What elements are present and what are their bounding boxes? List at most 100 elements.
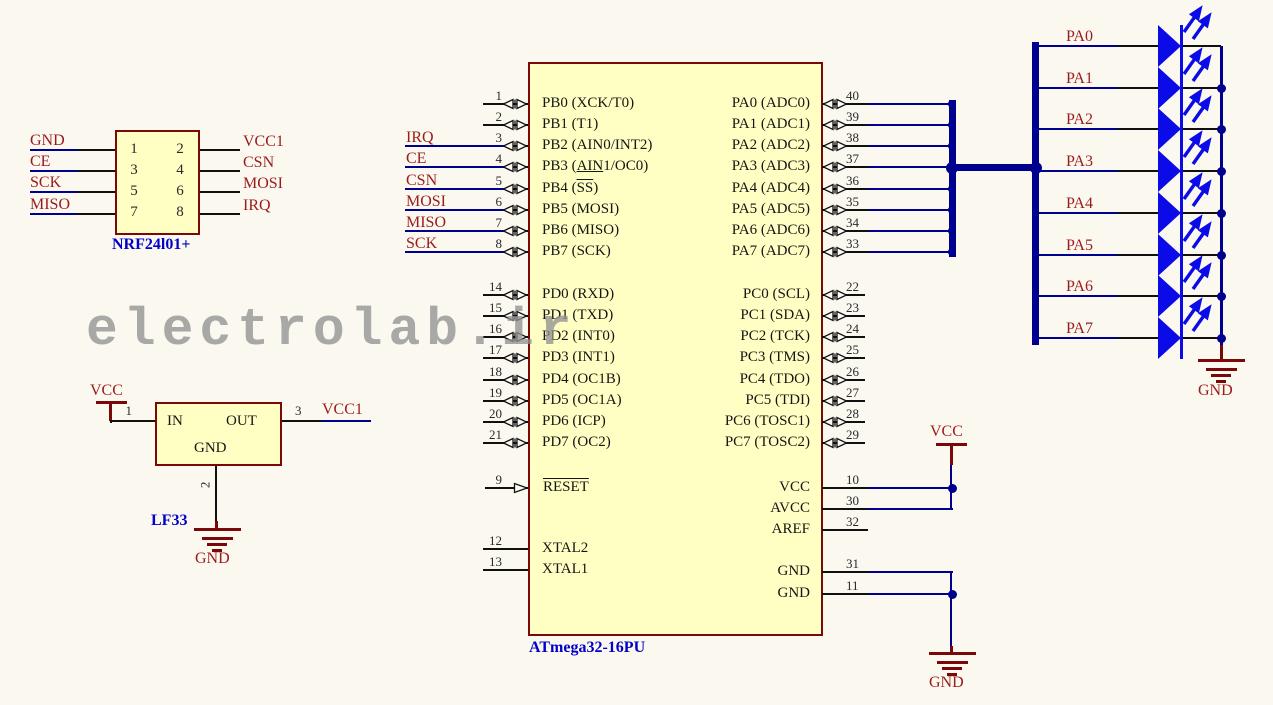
io-pin-icon	[502, 288, 528, 302]
io-pin-icon	[822, 309, 848, 323]
net-wire	[322, 420, 371, 422]
led-emission-arrows-icon	[1179, 294, 1213, 336]
pin-name: PD1 (TXD)	[542, 307, 614, 324]
watermark: electrolab.ir	[86, 300, 578, 360]
pin-name: PA7 (ADC7)	[731, 243, 810, 260]
net-label: PA6	[1066, 278, 1093, 295]
net-label: PA4	[1066, 195, 1093, 212]
io-pin-icon	[822, 415, 848, 429]
io-pin-icon	[502, 118, 528, 132]
led-symbol	[1158, 108, 1181, 150]
net-wire	[1039, 295, 1117, 297]
pin-name: VCC	[779, 479, 810, 495]
io-pin-icon	[502, 203, 528, 217]
junction-dot	[946, 161, 958, 174]
bus	[951, 164, 1036, 171]
pin-stub	[504, 145, 528, 148]
pin-stub	[1117, 337, 1158, 339]
pin-number: 6	[176, 182, 184, 199]
pin-name: PA5 (ADC5)	[731, 200, 810, 217]
pin-number: 40	[846, 88, 859, 103]
junction-dot	[1029, 161, 1042, 174]
pin-name: PA0 (ADC0)	[731, 95, 810, 111]
regulator-gnd-label: GND	[194, 440, 227, 456]
vcc-symbol	[96, 401, 127, 404]
gnd-net-label: GND	[195, 550, 230, 567]
net-label: GND	[30, 132, 65, 149]
io-pin-icon	[822, 436, 848, 450]
junction-dot	[948, 226, 956, 235]
led-emission-arrows-icon	[1179, 2, 1213, 44]
regulator-body	[155, 402, 282, 466]
pin-number: 2	[197, 481, 213, 489]
net-label: PA3	[1066, 153, 1093, 170]
pin-number: 4	[176, 161, 184, 178]
pin-stub	[77, 191, 115, 193]
pin-number: 7	[495, 214, 503, 230]
io-pin-icon	[502, 97, 528, 111]
input-pin-icon	[513, 481, 528, 495]
pin-number: 13	[489, 554, 502, 569]
pin-stub	[215, 466, 217, 521]
pin-name: PC3 (TMS)	[739, 349, 810, 366]
vcc-symbol	[935, 443, 967, 446]
pin-name: PB2 (AIN0/INT2)	[542, 137, 653, 154]
pin-number: 18	[489, 363, 502, 379]
io-pin-icon	[502, 351, 528, 365]
gnd-net-label: GND	[929, 674, 964, 691]
net-label: CE	[406, 150, 427, 168]
gnd-symbol	[1197, 359, 1245, 362]
pin-stub	[504, 187, 528, 190]
net-wire	[1039, 45, 1117, 47]
pin-name: PC4 (TDO)	[739, 370, 810, 387]
net-label: VCC1	[243, 133, 284, 150]
pin-stub	[1183, 87, 1221, 89]
pin-stub	[77, 170, 115, 172]
pin-number: 24	[846, 321, 859, 337]
pin-number: 3	[130, 161, 138, 178]
pin-number: 32	[846, 514, 859, 529]
pin-number: 3	[495, 130, 503, 146]
pin-number: 1	[125, 403, 133, 418]
junction-dot	[947, 589, 957, 599]
pin-number: 27	[846, 384, 859, 400]
junction-dot	[1216, 166, 1226, 176]
pin-number: 1	[130, 140, 138, 157]
pin-number: 35	[846, 193, 859, 209]
net-label: SCK	[406, 235, 438, 253]
pin-stub	[1183, 254, 1221, 256]
gnd-symbol	[201, 536, 233, 540]
net-label: MOSI	[406, 192, 447, 210]
gnd-stem	[214, 521, 218, 528]
pin-name: PC5 (TDI)	[745, 391, 810, 408]
net-wire	[868, 508, 953, 510]
net-wire	[868, 124, 952, 127]
pin-number: 17	[489, 342, 502, 358]
pin-number: 30	[846, 493, 859, 508]
pin-stub	[483, 569, 528, 571]
net-wire	[868, 208, 952, 211]
pin-stub	[1183, 212, 1221, 214]
led-emission-arrows-icon	[1179, 169, 1213, 211]
gnd-symbol	[1211, 374, 1231, 377]
io-pin-icon	[502, 224, 528, 238]
io-pin-icon	[502, 436, 528, 450]
net-wire	[950, 572, 952, 646]
led-symbol	[1158, 25, 1181, 67]
led-emission-arrows-icon	[1179, 44, 1213, 86]
junction-dot	[1216, 333, 1226, 343]
net-wire	[30, 170, 77, 172]
pin-stub	[1117, 212, 1158, 214]
pin-number: 2	[176, 140, 184, 157]
pin-stub	[1183, 170, 1221, 172]
net-wire	[868, 166, 952, 169]
gnd-symbol	[1216, 379, 1226, 383]
net-wire	[1039, 128, 1117, 130]
net-wire	[1039, 87, 1117, 89]
led-anode-bus	[1032, 42, 1039, 345]
pin-stub	[822, 508, 868, 510]
pin-number: 39	[846, 109, 859, 125]
pin-stub	[1117, 170, 1158, 172]
pin-stub	[504, 166, 528, 169]
pin-number: 1	[495, 88, 503, 103]
